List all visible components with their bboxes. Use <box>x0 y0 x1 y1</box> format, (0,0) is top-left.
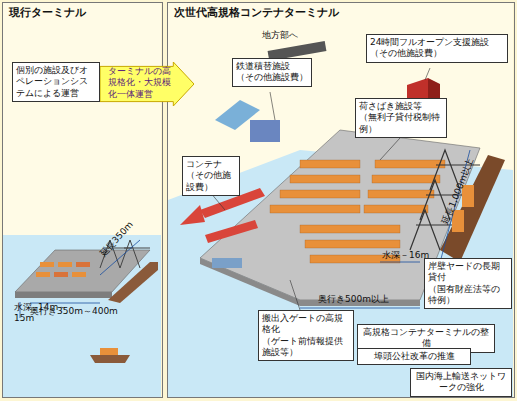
box-text: 荷さばき施設等 <box>359 101 443 112</box>
box-text: 埠頭公社改革の推進 <box>361 351 467 362</box>
box-text: （国有財産法等の特例） <box>428 284 508 307</box>
dimension-label: 水深－16m <box>382 250 429 261</box>
box-text: コンテナ <box>186 159 236 170</box>
box-text: （その他施設費） <box>186 170 236 193</box>
policy-box: 埠頭公社改革の推進 <box>357 348 471 365</box>
policy-box: 国内海上輸送ネットワークの強化 <box>410 368 512 397</box>
left-panel-fill <box>3 3 161 397</box>
box-text: 高規格コンテナターミナルの整備 <box>361 327 491 350</box>
dimension-label: 延長350m <box>98 219 135 259</box>
info-box: 個別の施設及びオペレーションシステムによる運営 <box>12 62 100 102</box>
box-text: ターミナルの高規格化・大規模化一体運営 <box>108 66 174 100</box>
right-panel-fill <box>168 3 513 397</box>
facility-box: 岸壁ヤードの長期貸付（国有財産法等の特例） <box>424 258 512 309</box>
panel-title: 現行ターミナル <box>3 3 92 22</box>
facility-box: コンテナ（その他施設費） <box>182 156 240 196</box>
box-text: （その他施設費） <box>370 48 504 59</box>
panel-frame: 現行ターミナル個別の施設及びオペレーションシステムによる運営 <box>2 2 163 398</box>
panel-frame: 次世代高規格コンテナターミナル鉄道積替施設（その他施設費）24時間フルオープン支… <box>167 2 515 398</box>
box-text: 岸壁ヤードの長期貸付 <box>428 261 508 284</box>
box-text: 国内海上輸送ネットワークの強化 <box>414 371 508 394</box>
facility-box: 搬出入ゲートの高規格化（ゲート前情報提供施設等） <box>258 310 354 361</box>
panel-title: 次世代高規格コンテナターミナル <box>168 3 345 22</box>
current-terminal <box>15 240 158 363</box>
left-sea <box>3 235 161 397</box>
box-text: 搬出入ゲートの高規格化 <box>262 313 350 336</box>
box-text: （無利子貸付税制特例） <box>359 112 443 135</box>
dimension-label: 奥行き350m～400m <box>30 306 118 317</box>
dimension-label: 奥行き500m以上 <box>318 294 389 305</box>
box-text: 鉄道積替施設 <box>236 61 308 72</box>
box-text: 個別の施設及びオペレーションシステムによる運営 <box>16 65 96 99</box>
facility-box: 荷さばき施設等（無利子貸付税制特例） <box>355 98 447 138</box>
place-label: 地方部へ <box>262 30 298 41</box>
facility-box: 24時間フルオープン支援施設（その他施設費） <box>366 34 508 63</box>
dimension-label: 延長1,000m以上 <box>440 157 476 226</box>
box-text: （その他施設費） <box>236 72 308 83</box>
transition-arrow: ターミナルの高規格化・大規模化一体運営 <box>100 62 194 106</box>
facility-box: 鉄道積替施設（その他施設費） <box>232 58 312 87</box>
box-text: 24時間フルオープン支援施設 <box>370 37 504 48</box>
arrow-outline <box>100 62 194 106</box>
box-text: （ゲート前情報提供施設等） <box>262 336 350 359</box>
